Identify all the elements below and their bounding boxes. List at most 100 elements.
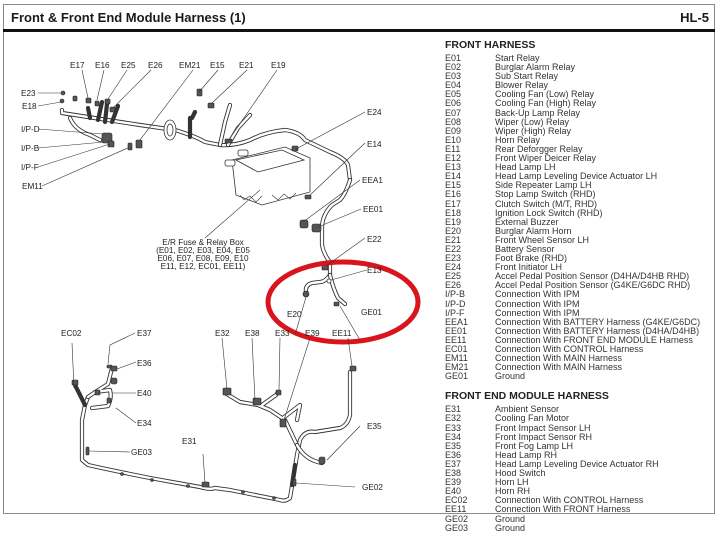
label-e15: E15 bbox=[210, 61, 225, 70]
legend-code: GE02 bbox=[445, 513, 469, 524]
legend-description: Connection With CONTROL Harness bbox=[495, 344, 644, 354]
legend-code: EE11 bbox=[445, 504, 467, 515]
legend-description: Head Lamp Leveling Device Actuator LH bbox=[495, 171, 658, 182]
legend-code: E17 bbox=[445, 198, 462, 209]
label-ge02: GE02 bbox=[362, 483, 383, 492]
legend-description: Clutch Switch (M/T, RHD) bbox=[495, 198, 598, 209]
label-em11: EM11 bbox=[22, 182, 43, 191]
legend-description: Start Relay bbox=[495, 53, 540, 63]
legend-code: I/P-F bbox=[445, 307, 465, 318]
legend-code: E33 bbox=[445, 422, 462, 433]
legend-description: External Buzzer bbox=[495, 216, 559, 227]
label-ge03: GE03 bbox=[131, 448, 152, 457]
label-e40: E40 bbox=[137, 389, 152, 398]
legend-description: Connection With IPM bbox=[495, 307, 580, 318]
legend-description: Cooling Fan Motor bbox=[495, 413, 570, 424]
legend-code: E23 bbox=[445, 253, 462, 264]
legend-row: EC02 Connection With CONTROL Harness bbox=[445, 496, 710, 505]
label-e20: E20 bbox=[287, 310, 302, 319]
legend-code: E07 bbox=[445, 107, 462, 118]
legend-description: Horn LH bbox=[495, 477, 529, 488]
legend-row: EC01 Connection With CONTROL Harness bbox=[445, 344, 710, 354]
legend-code: EE01 bbox=[445, 325, 468, 336]
label-ip-d: I/P-D bbox=[21, 125, 40, 134]
legend-description: Front Impact Sensor RH bbox=[495, 431, 593, 442]
legend-description: Connection With FRONT END MODULE Harness bbox=[495, 334, 693, 345]
legend-code: E21 bbox=[445, 234, 462, 245]
legend-row: I/P-F Connection With IPM bbox=[445, 307, 710, 318]
label-e13: E13 bbox=[367, 266, 382, 275]
legend-code: EC01 bbox=[445, 344, 468, 354]
label-e21: E21 bbox=[239, 61, 254, 70]
legend-description: Ambient Sensor bbox=[495, 404, 560, 415]
label-e24: E24 bbox=[367, 108, 382, 117]
legend-code: E32 bbox=[445, 413, 462, 424]
label-e35: E35 bbox=[367, 422, 382, 431]
legend-row: E17 Clutch Switch (M/T, RHD) bbox=[445, 198, 710, 209]
highlight-ellipse bbox=[265, 259, 421, 345]
legend-description: Head Lamp Leveling Device Actuator RH bbox=[495, 458, 659, 469]
front-harness-heading: FRONT HARNESS bbox=[445, 39, 536, 51]
legend-code: GE01 bbox=[445, 371, 469, 382]
legend-code: E12 bbox=[445, 153, 462, 164]
legend-description: Cooling Fan (Low) Relay bbox=[495, 89, 595, 100]
legend-code: E14 bbox=[445, 171, 462, 182]
legend-description: Ground bbox=[495, 522, 526, 533]
relay-box-caption-line3: E06, E07, E08, E09, E10 bbox=[157, 254, 248, 263]
label-e34: E34 bbox=[137, 419, 152, 428]
legend-row: GE03 Ground bbox=[445, 522, 710, 533]
legend-code: E11 bbox=[445, 143, 461, 154]
legend-description: Connection With CONTROL Harness bbox=[495, 495, 644, 506]
legend-code: E18 bbox=[445, 207, 462, 218]
legend-description: Ground bbox=[495, 513, 526, 524]
legend-code: EM21 bbox=[445, 362, 469, 373]
legend-code: E20 bbox=[445, 225, 462, 236]
legend-code: E39 bbox=[445, 477, 462, 488]
legend-description: Connection With IPM bbox=[495, 298, 580, 309]
legend-code: I/P-D bbox=[445, 298, 466, 309]
legend-code: GE03 bbox=[445, 522, 469, 533]
legend-description: Connection With MAIN Harness bbox=[495, 353, 623, 364]
label-ge01: GE01 bbox=[361, 308, 382, 317]
leader-lines bbox=[37, 69, 368, 488]
legend-code: E05 bbox=[445, 89, 462, 100]
legend-description: Cooling Fan (High) Relay bbox=[495, 98, 597, 109]
label-e23: E23 bbox=[21, 89, 36, 98]
legend-description: Front Initiator LH bbox=[495, 262, 563, 273]
label-e37: E37 bbox=[137, 329, 152, 338]
legend-code: E31 bbox=[445, 404, 462, 415]
legend-description: Burglar Alarm Relay bbox=[495, 62, 576, 73]
label-ee01: EE01 bbox=[363, 205, 383, 214]
legend-code: E25 bbox=[445, 271, 462, 282]
legend-description: Connection With BATTERY Harness (D4HA/D4… bbox=[495, 325, 700, 336]
label-em21: EM21 bbox=[179, 61, 201, 70]
legend-code: EC02 bbox=[445, 495, 468, 506]
relay-box-caption: E/R Fuse & Relay Box (E01, E02, E03, E04… bbox=[156, 238, 250, 271]
label-e39: E39 bbox=[305, 329, 320, 338]
legend-row: E39 Horn LH bbox=[445, 478, 710, 487]
legend-row: I/P-D Connection With IPM bbox=[445, 298, 710, 309]
label-e33: E33 bbox=[275, 329, 290, 338]
label-e32: E32 bbox=[215, 329, 230, 338]
label-ee11: EE11 bbox=[332, 329, 352, 338]
label-e31: E31 bbox=[182, 437, 197, 446]
legend-code: E01 bbox=[445, 53, 462, 63]
legend-description: Horn Relay bbox=[495, 134, 541, 145]
